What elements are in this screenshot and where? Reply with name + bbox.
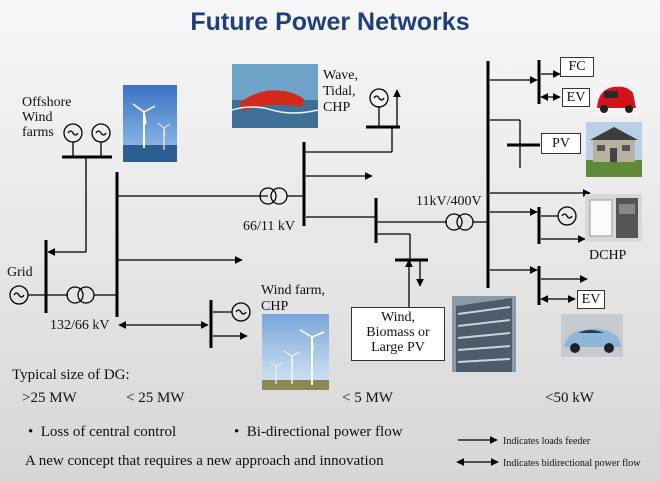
office-building-photo: [452, 296, 516, 372]
wave-label-1: Wave,: [323, 68, 359, 83]
bullet-1-text: Loss of central control: [40, 424, 177, 440]
dchp-unit-photo: [585, 194, 642, 242]
transformer-11kv-icon: [445, 213, 463, 231]
grid-label: Grid: [7, 265, 33, 280]
legend-feeder: Indicates loads feeder: [503, 436, 591, 447]
size-1: >25 MW: [22, 390, 77, 406]
wave-label-3: CHP: [323, 100, 351, 115]
wave-label-2: Tidal,: [323, 84, 356, 99]
red-electric-car-photo: [593, 81, 639, 116]
kv132-label: 132/66 kV: [50, 318, 110, 333]
pv-box: PV: [541, 133, 581, 154]
ev-box-2: EV: [577, 290, 605, 309]
windfarm-label-1: Wind farm,: [261, 283, 325, 298]
offshore-label-3: farms: [22, 125, 54, 140]
windfarm-label-2: CHP: [261, 299, 289, 314]
bullet-1: • Loss of central control: [28, 424, 177, 440]
bullet-2-text: Bi-directional power flow: [246, 424, 403, 440]
offshore-wind-photo: [123, 85, 177, 162]
house-photo: [586, 122, 642, 177]
bullet-2: • Bi-directional power flow: [234, 424, 403, 440]
typical-heading: Typical size of DG:: [12, 367, 130, 383]
kv11-label: 11kV/400V: [416, 194, 482, 209]
blue-electric-car-photo: [561, 314, 623, 357]
kv66-label: 66/11 kV: [243, 219, 295, 234]
fc-box: FC: [560, 57, 594, 77]
size-2: < 25 MW: [126, 390, 185, 406]
transformer-132-icon: [66, 286, 84, 304]
offshore-label-2: Wind: [22, 110, 53, 125]
wind-box-line-2: Biomass or: [366, 325, 430, 340]
dchp-label: DCHP: [589, 248, 627, 263]
wave-device-photo: [231, 64, 319, 128]
transformer-66-icon: [259, 187, 277, 205]
footer-text: A new concept that requires a new approa…: [25, 453, 384, 469]
dchp-generator-icon: [557, 206, 577, 226]
size-4: <50 kW: [545, 390, 594, 406]
windfarm-photo: [262, 314, 329, 390]
size-3: < 5 MW: [342, 390, 393, 406]
wind-box-line-1: Wind,: [380, 310, 416, 325]
offshore-label-1: Offshore: [22, 95, 72, 110]
legend-bidirectional: Indicates bidirectional power flow: [503, 458, 641, 469]
windfarm-generator-icon: [231, 302, 251, 322]
page-title: Future Power Networks: [190, 8, 470, 36]
wind-box-line-3: Large PV: [371, 340, 425, 355]
ev-box-1: EV: [562, 88, 590, 107]
wind-biomass-pv-box: Wind, Biomass or Large PV: [351, 307, 445, 361]
wave-generator-icon: [369, 88, 389, 108]
